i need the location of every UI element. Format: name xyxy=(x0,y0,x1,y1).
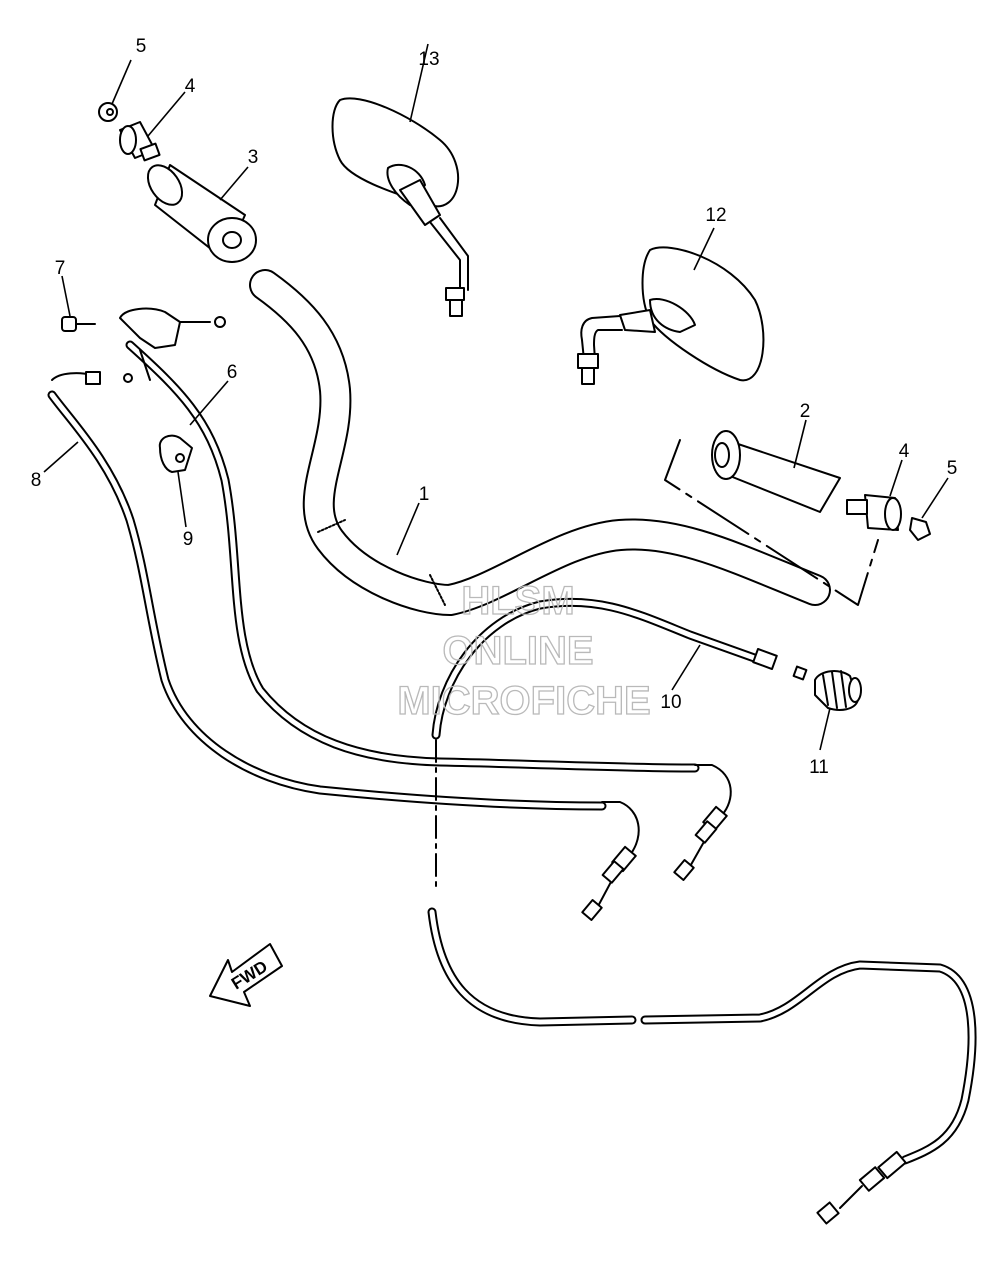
callout-2: 2 xyxy=(800,401,811,422)
mirror-right-part-12 xyxy=(577,246,765,385)
screw-part-7 xyxy=(61,316,96,332)
callout-7: 7 xyxy=(55,258,66,279)
callout-labels: 5 4 3 7 6 8 9 13 12 1 2 4 5 10 11 xyxy=(31,36,958,778)
callout-12: 12 xyxy=(705,205,726,226)
forward-direction-arrow: FWD xyxy=(209,943,283,1007)
clutch-cable-part-10 xyxy=(427,597,977,1225)
handlebar-part-1 xyxy=(249,269,831,616)
nut-left-part-5 xyxy=(98,102,118,122)
watermark-line-1: HLSM xyxy=(461,579,574,623)
callout-9: 9 xyxy=(183,529,194,550)
throttle-cable-part-8 xyxy=(47,371,640,921)
callout-13: 13 xyxy=(418,49,439,70)
callout-8: 8 xyxy=(31,470,42,491)
adjuster-part-11 xyxy=(814,670,862,711)
mirror-left-part-13 xyxy=(331,97,469,317)
callout-4-left: 4 xyxy=(185,76,196,97)
callout-11: 11 xyxy=(809,757,829,778)
callout-10: 10 xyxy=(660,692,681,713)
callout-4-right: 4 xyxy=(899,441,910,462)
bar-end-right-part-4 xyxy=(846,494,902,531)
knurled-section-left xyxy=(317,519,346,533)
knurled-section-center xyxy=(429,574,446,606)
cable-clamp-part-9 xyxy=(158,434,193,473)
callout-5-left: 5 xyxy=(136,36,147,57)
grip-left-part-3 xyxy=(146,164,257,263)
callout-3: 3 xyxy=(248,147,259,168)
nut-right-part-5 xyxy=(909,517,931,541)
watermark-line-2: ONLINE xyxy=(442,629,593,673)
watermark: HLSM ONLINE MICROFICHE xyxy=(397,578,652,723)
callout-6: 6 xyxy=(227,362,238,383)
leader-lines xyxy=(43,43,949,751)
watermark-line-3: MICROFICHE xyxy=(397,679,650,723)
bar-end-left-part-4 xyxy=(119,121,161,162)
grip-right-part-2 xyxy=(664,430,879,606)
callout-1: 1 xyxy=(419,484,430,505)
throttle-cable-part-6 xyxy=(125,340,732,881)
callout-5-right: 5 xyxy=(947,458,958,479)
cable-junction-block xyxy=(119,307,226,381)
